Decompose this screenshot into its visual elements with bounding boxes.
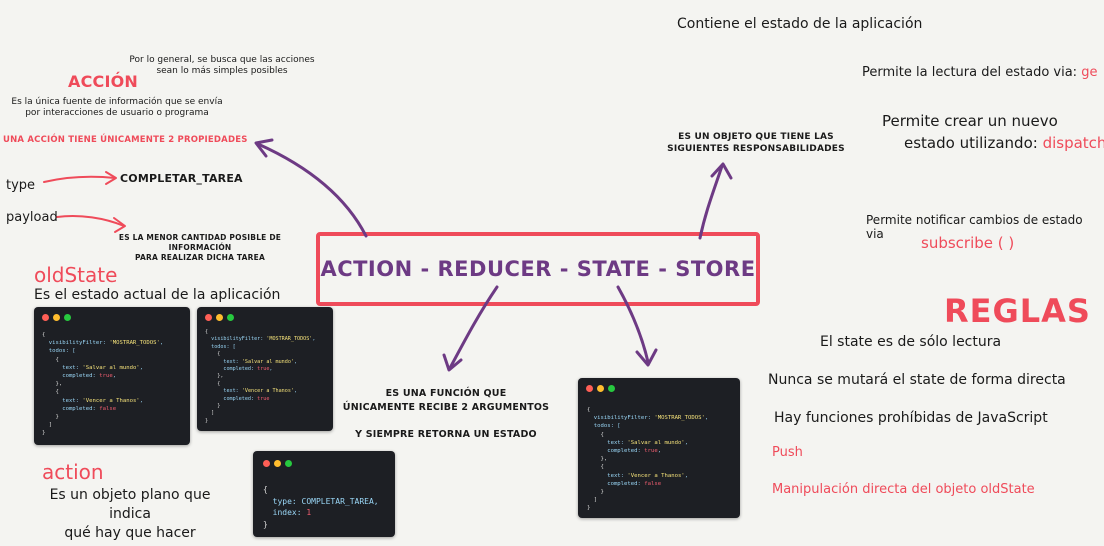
payload-label: payload <box>6 210 58 225</box>
action-code: { type: COMPLETAR_TAREA, index: 1 } <box>263 485 379 529</box>
action-desc: Es un objeto plano que indica qué hay qu… <box>30 486 230 543</box>
reglas-title: REGLAS <box>944 292 1091 330</box>
type-value: COMPLETAR_TAREA <box>120 172 243 185</box>
maximize-dot-icon <box>608 385 615 392</box>
window-controls <box>586 385 615 392</box>
action-desc-line1: Es un objeto plano que indica <box>49 487 211 522</box>
accion-desc: Es la única fuente de información que se… <box>2 97 232 119</box>
payload-desc: ES LA MENOR CANTIDAD POSIBLE DE INFORMAC… <box>90 233 310 263</box>
arrow-to-store-head <box>710 162 733 180</box>
store-resp-4: Permite notificar cambios de estado via <box>866 213 1083 241</box>
minimize-dot-icon <box>216 314 223 321</box>
store-line1: ES UN OBJETO QUE TIENE LAS <box>678 132 834 142</box>
store-resp-4-code: subscribe ( ) <box>921 234 1015 252</box>
payload-desc-line1: ES LA MENOR CANTIDAD POSIBLE DE INFORMAC… <box>118 233 282 252</box>
arrow-payload <box>56 215 125 227</box>
accion-note: Por lo general, se busca que las accione… <box>122 55 322 77</box>
regla-2: Nunca se mutará el state de forma direct… <box>768 372 1066 388</box>
oldstate-desc: Es el estado actual de la aplicación <box>34 287 281 303</box>
minimize-dot-icon <box>53 314 60 321</box>
close-dot-icon <box>263 460 270 467</box>
accion-desc-line1: Es la única fuente de información que se… <box>11 97 223 107</box>
center-box <box>316 232 760 306</box>
center-title: ACTION - REDUCER - STATE - STORE <box>320 257 756 281</box>
regla-3: Hay funciones prohíbidas de JavaScript <box>774 410 1048 426</box>
store-resp-2-code: ge <box>1081 65 1098 80</box>
regla-4: Push <box>772 445 803 460</box>
arrow-to-reducer <box>448 285 499 370</box>
regla-1: El state es de sólo lectura <box>820 334 1002 350</box>
close-dot-icon <box>205 314 212 321</box>
store-resp-2-text: Permite la lectura del estado via: <box>862 65 1082 80</box>
store-resp-2: Permite la lectura del estado via: ge <box>862 65 1097 80</box>
center-title-box: ACTION - REDUCER - STATE - STORE <box>318 234 758 304</box>
arrow-to-accion-head <box>254 138 274 158</box>
close-dot-icon <box>42 314 49 321</box>
accion-note-line1: Por lo general, se busca que las accione… <box>129 55 315 65</box>
state-code-window: { visibilityFilter: 'MOSTRAR_TODOS', tod… <box>578 378 740 518</box>
accion-note-line2: sean lo más simples posibles <box>156 66 288 76</box>
arrow-to-state-head <box>635 348 658 367</box>
maximize-dot-icon <box>64 314 71 321</box>
oldstate-title: oldState <box>34 263 118 287</box>
maximize-dot-icon <box>227 314 234 321</box>
window-controls <box>42 314 71 321</box>
window-controls <box>263 460 292 467</box>
oldstate-code-window: { visibilityFilter: 'MOSTRAR_TODOS', tod… <box>34 307 190 445</box>
arrow-to-store <box>698 164 724 240</box>
action-title: action <box>42 460 104 484</box>
window-controls <box>205 314 234 321</box>
store-desc: ES UN OBJETO QUE TIENE LAS SIGUIENTES RE… <box>656 131 856 155</box>
accion-desc-line2: por interacciones de usuario o programa <box>25 108 209 118</box>
arrow-type-head <box>105 171 117 185</box>
payload-desc-line2: PARA REALIZAR DICHA TAREA <box>135 253 265 262</box>
minimize-dot-icon <box>597 385 604 392</box>
reducer-desc: ES UNA FUNCIÓN QUE ÚNICAMENTE RECIBE 2 A… <box>326 387 566 415</box>
regla-5: Manipulación directa del objeto oldState <box>772 482 1035 497</box>
minimize-dot-icon <box>274 460 281 467</box>
store-line2: SIGUIENTES RESPONSABILIDADES <box>667 144 845 154</box>
store-resp-3-line1: Permite crear un nuevo <box>882 112 1058 130</box>
reducer-line3: Y SIEMPRE RETORNA UN ESTADO <box>355 429 537 440</box>
type-label: type <box>6 178 36 193</box>
maximize-dot-icon <box>285 460 292 467</box>
oldstate-code: { visibilityFilter: 'MOSTRAR_TODOS', tod… <box>42 332 164 437</box>
arrow-to-reducer-head <box>442 353 463 372</box>
arrow-to-accion <box>256 142 368 238</box>
action-code-window: { type: COMPLETAR_TAREA, index: 1 } <box>253 451 395 537</box>
store-resp-3-line2: estado utilizando: <box>904 134 1043 152</box>
newstate-code: { visibilityFilter: 'MOSTRAR_TODOS', tod… <box>205 329 316 424</box>
arrow-to-state <box>616 285 650 364</box>
state-code: { visibilityFilter: 'MOSTRAR_TODOS', tod… <box>587 407 709 512</box>
accion-title: ACCIÓN <box>68 72 139 91</box>
newstate-code-window: { visibilityFilter: 'MOSTRAR_TODOS', tod… <box>197 307 333 431</box>
action-desc-line2: qué hay que hacer <box>64 525 196 541</box>
store-resp-1: Contiene el estado de la aplicación <box>677 16 923 32</box>
reducer-line2: ÚNICAMENTE RECIBE 2 ARGUMENTOS <box>342 402 550 413</box>
store-resp-3: Permite crear un nuevo estado utilizando… <box>882 110 1104 154</box>
store-resp-3-code: dispatch ( <box>1042 134 1104 152</box>
close-dot-icon <box>586 385 593 392</box>
reducer-line1: ES UNA FUNCIÓN QUE <box>385 388 507 399</box>
arrow-type <box>43 175 116 183</box>
accion-props: UNA ACCIÓN TIENE ÚNICAMENTE 2 PROPIEDADE… <box>3 135 248 145</box>
arrow-payload-head <box>113 217 126 233</box>
